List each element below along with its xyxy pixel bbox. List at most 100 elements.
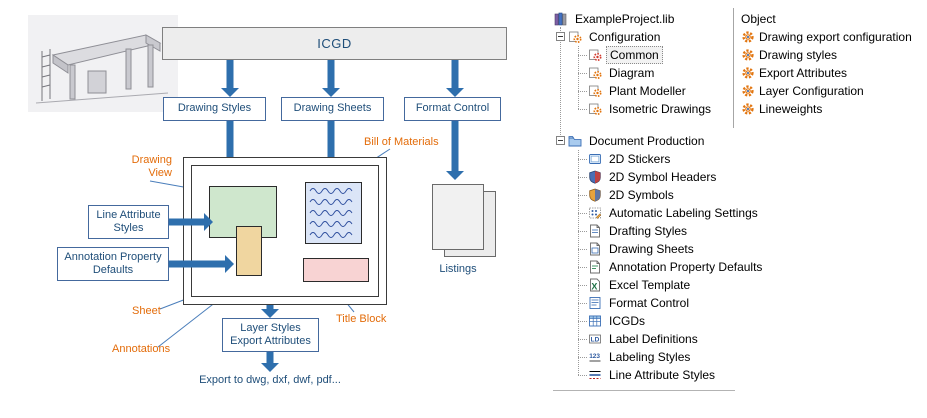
title-block-box: [303, 258, 369, 282]
tree-bottom-rule: [553, 390, 735, 391]
stickers-icon: [589, 154, 601, 164]
symbol-headers-label: 2D Symbol Headers: [609, 170, 717, 184]
bill-of-materials-label: Bill of Materials: [364, 136, 439, 148]
object-item-label: Drawing export configuration: [759, 30, 912, 44]
folder-icon: [568, 136, 582, 147]
arrow-sheet-layer-styles: [261, 305, 279, 318]
auto-labeling-label: Automatic Labeling Settings: [609, 206, 758, 220]
object-item-label: Drawing styles: [759, 48, 838, 62]
tree-item-2d-stickers[interactable]: 2D Stickers: [552, 150, 752, 168]
tree-item-line-attribute-styles[interactable]: Line Attribute Styles: [552, 366, 752, 384]
svg-text:123: 123: [589, 353, 600, 360]
object-item-label: Layer Configuration: [759, 84, 864, 98]
tree-guide-document-production: [578, 150, 579, 375]
tree-section-gap: [552, 118, 752, 132]
tree-item-plant-modeller[interactable]: Plant Modeller: [552, 82, 752, 100]
tree-item-label-definitions[interactable]: LD Label Definitions: [552, 330, 752, 348]
tree-item-example-project[interactable]: ExampleProject.lib: [552, 10, 752, 28]
annotation-defaults-icon: [590, 260, 600, 274]
listings-page-front: [432, 184, 484, 250]
isometric-drawings-config-icon: [589, 103, 602, 116]
listings-label: Listings: [439, 263, 477, 275]
annotations-box: [236, 226, 262, 276]
tree-item-document-production[interactable]: Document Production: [552, 132, 752, 150]
document-production-label: Document Production: [589, 134, 705, 148]
object-panel-header: Object: [741, 10, 925, 28]
drawing-styles-label: Drawing Styles: [177, 102, 252, 115]
arrow-icgd-drawing-sheets: [322, 60, 340, 97]
drawing-view-box: [209, 186, 277, 238]
label-definitions-icon: LD: [589, 334, 601, 344]
library-tree: ExampleProject.lib Configuration Common: [552, 10, 762, 384]
svg-text:LD: LD: [591, 337, 600, 344]
arrow-layer-styles-export: [261, 352, 279, 372]
diagram-label: Diagram: [609, 66, 655, 80]
object-item-layer-configuration[interactable]: Layer Configuration: [741, 82, 925, 100]
annotation-property-defaults-box: Annotation Property Defaults: [57, 247, 169, 281]
annotations-label: Annotations: [112, 343, 171, 355]
bom-script-lines: [309, 188, 353, 238]
object-item-label: Export Attributes: [759, 66, 848, 80]
gear-icon: [742, 67, 754, 79]
tree-item-2d-symbols[interactable]: 2D Symbols: [552, 186, 752, 204]
tree-item-configuration[interactable]: Configuration: [552, 28, 752, 46]
drawing-sheets-item-label: Drawing Sheets: [609, 242, 694, 256]
object-item-drawing-export-configuration[interactable]: Drawing export configuration: [741, 28, 925, 46]
plant-3d-image: [28, 15, 178, 112]
format-control-label: Format Control: [415, 102, 490, 115]
format-control-item-label: Format Control: [609, 296, 690, 310]
tree-guide-root: [560, 27, 561, 141]
icgds-icon: [589, 315, 601, 327]
sheet-label: Sheet: [132, 305, 161, 317]
library-icon: [554, 12, 567, 26]
symbols-icon: [589, 188, 601, 202]
arrow-line-attribute-styles: [169, 213, 213, 231]
tree-item-icgds[interactable]: ICGDs: [552, 312, 752, 330]
object-item-drawing-styles[interactable]: Drawing styles: [741, 46, 925, 64]
icgd-label: ICGD: [317, 35, 352, 51]
export-attributes-label: Export Attributes: [230, 335, 311, 347]
object-item-lineweights[interactable]: Lineweights: [741, 100, 925, 118]
tree-item-isometric-drawings[interactable]: Isometric Drawings: [552, 100, 752, 118]
plant-3d-sketch: [35, 34, 169, 104]
excel-icon: X: [590, 278, 600, 292]
object-item-export-attributes[interactable]: Export Attributes: [741, 64, 925, 82]
common-label: Common: [606, 46, 663, 64]
configuration-icon: [569, 31, 582, 44]
gear-icon: [742, 85, 754, 97]
collapse-icon[interactable]: [556, 136, 565, 145]
tree-item-automatic-labeling-settings[interactable]: Automatic Labeling Settings: [552, 204, 758, 222]
tree-item-drawing-sheets[interactable]: Drawing Sheets: [552, 240, 752, 258]
tree-item-2d-symbol-headers[interactable]: 2D Symbol Headers: [552, 168, 752, 186]
collapse-icon[interactable]: [556, 32, 565, 41]
gear-icon: [742, 103, 754, 115]
tree-item-common[interactable]: Common: [552, 46, 752, 64]
drawing-sheets-label: Drawing Sheets: [293, 102, 372, 115]
format-control-icon: [589, 297, 601, 309]
tree-item-excel-template[interactable]: X Excel Template: [552, 276, 752, 294]
drawing-styles-box: Drawing Styles: [163, 97, 266, 121]
labeling-styles-icon: 123: [589, 353, 601, 362]
plant-modeller-config-icon: [589, 85, 602, 98]
tree-item-labeling-styles[interactable]: 123 Labeling Styles: [552, 348, 752, 366]
arrow-icgd-drawing-styles: [221, 60, 239, 97]
diagram-config-icon: [589, 67, 602, 80]
line-attribute-styles-label: Line Attribute Styles: [96, 208, 161, 234]
tree-item-format-control[interactable]: Format Control: [552, 294, 752, 312]
arrow-annotation-property-defaults: [169, 255, 234, 273]
tree-item-drafting-styles[interactable]: Drafting Styles: [552, 222, 752, 240]
stickers-label: 2D Stickers: [609, 152, 671, 166]
drawing-view-label: Drawing View: [131, 154, 172, 179]
title-block-label: Title Block: [336, 313, 387, 325]
bill-of-materials-box: [305, 182, 362, 244]
tree-root-label: ExampleProject.lib: [575, 12, 675, 26]
tree-item-diagram[interactable]: Diagram: [552, 64, 752, 82]
tree-item-annotation-property-defaults[interactable]: Annotation Property Defaults: [552, 258, 762, 276]
layer-styles-label: Layer Styles: [240, 321, 301, 334]
label-definitions-label: Label Definitions: [609, 332, 698, 346]
labeling-styles-label: Labeling Styles: [609, 350, 691, 364]
line-attribute-styles-box: Line Attribute Styles: [88, 205, 169, 239]
object-panel: Object Drawing export configuration Draw…: [741, 10, 925, 118]
arrow-format-control-listings: [446, 121, 464, 180]
line-attribute-styles-icon: [589, 371, 601, 379]
